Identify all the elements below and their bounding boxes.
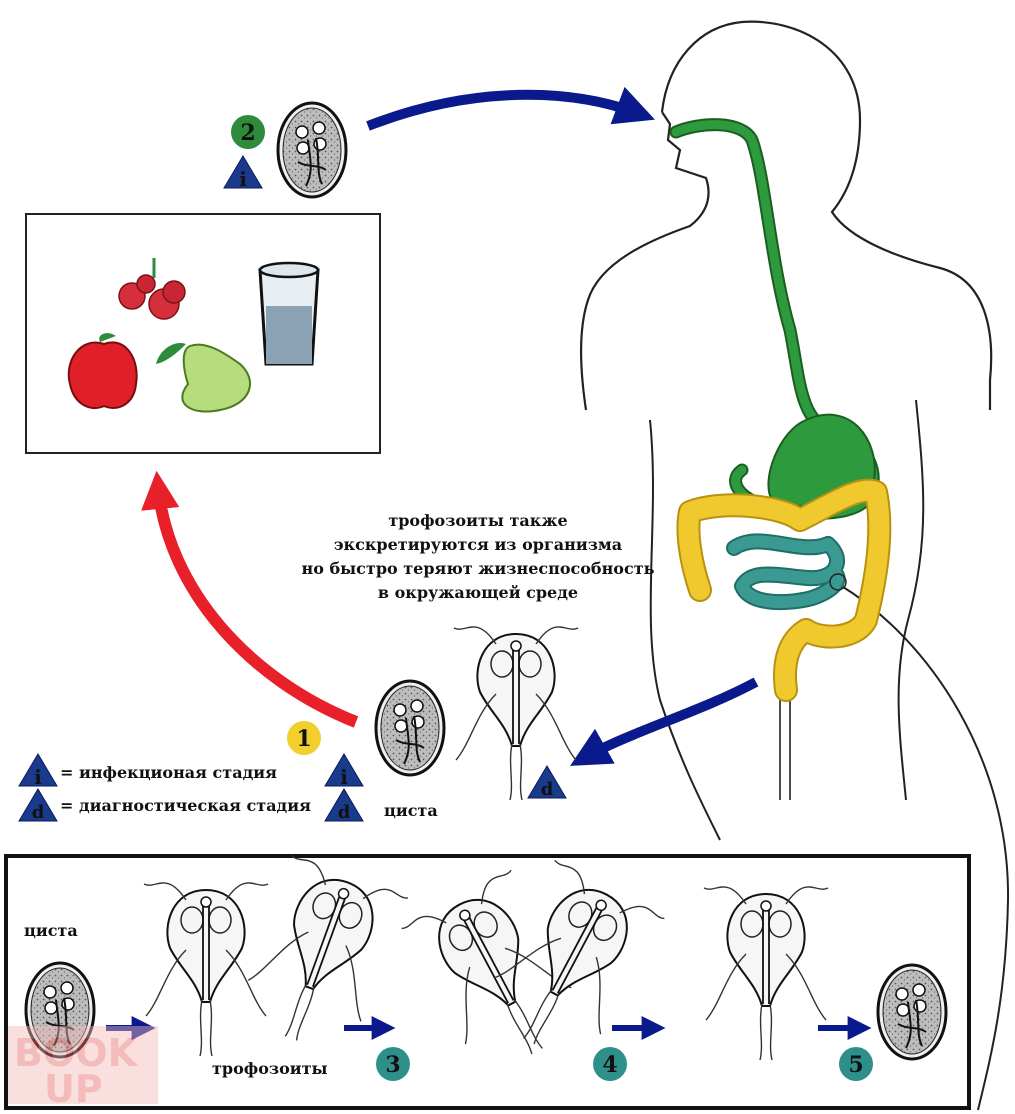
cyst-infective-letter: i [340,765,348,789]
tropho-diagnostic-letter: d [541,779,554,800]
stage-4-badge [593,1047,627,1081]
digestive-tract [669,118,892,702]
contamination-arrow [141,470,359,728]
legend-infective-letter: i [34,765,42,789]
note-line-4: в окружающей среде [378,583,578,602]
legend-diagnostic-text: = диагностическая стадия [60,796,311,815]
svg-text:BOOK: BOOK [14,1031,139,1075]
legend-infective-text: = инфекционая стадия [60,763,277,782]
human-body-outline [579,20,1010,1111]
stage-2-badge [231,115,265,149]
box-cyst-label: циста [24,921,78,940]
watermark-logo: BOOK UP [8,1026,158,1111]
replication-cycle-panel: циста трофозоиты 3 4 5 [4,853,971,1110]
legend: i = инфекционая стадия d = диагностическ… [18,753,311,823]
stage-5-badge [839,1047,873,1081]
contaminated-food-water-panel [25,213,381,454]
infective-cyst-stage-2 [276,101,348,199]
note-line-1: трофозоиты также [388,511,567,530]
note-line-2: экскретируются из организма [334,535,622,554]
excretion-arrow [570,677,759,766]
trophozoite-note: трофозоиты также экскретируются из орган… [302,511,655,602]
pear-icon [156,342,251,413]
diagnostic-cyst [374,679,446,777]
svg-text:UP: UP [44,1067,103,1111]
diagnostic-trophozoite [453,625,579,801]
infective-badge-letter: i [239,167,247,191]
cyst-diagnostic-letter: d [338,802,351,823]
stage-5-number: 5 [848,1052,863,1078]
stage-2-number: 2 [240,120,255,146]
water-glass-icon [258,261,320,366]
legend-diagnostic-letter: d [32,802,45,823]
stage-3-number: 3 [385,1052,400,1078]
apple-icon [67,333,138,409]
stage-1-badge [287,721,321,755]
stage-4-number: 4 [602,1052,617,1078]
note-line-3: но быстро теряют жизнеспособность [302,559,655,578]
raspberry-icon [118,258,186,320]
new-cyst [876,963,948,1061]
stage-1-number: 1 [296,726,311,752]
ingestion-arrow [366,86,655,131]
cyst-label: циста [384,801,438,820]
stage-3-badge [376,1047,410,1081]
trophozoites-label: трофозоиты [212,1059,328,1078]
